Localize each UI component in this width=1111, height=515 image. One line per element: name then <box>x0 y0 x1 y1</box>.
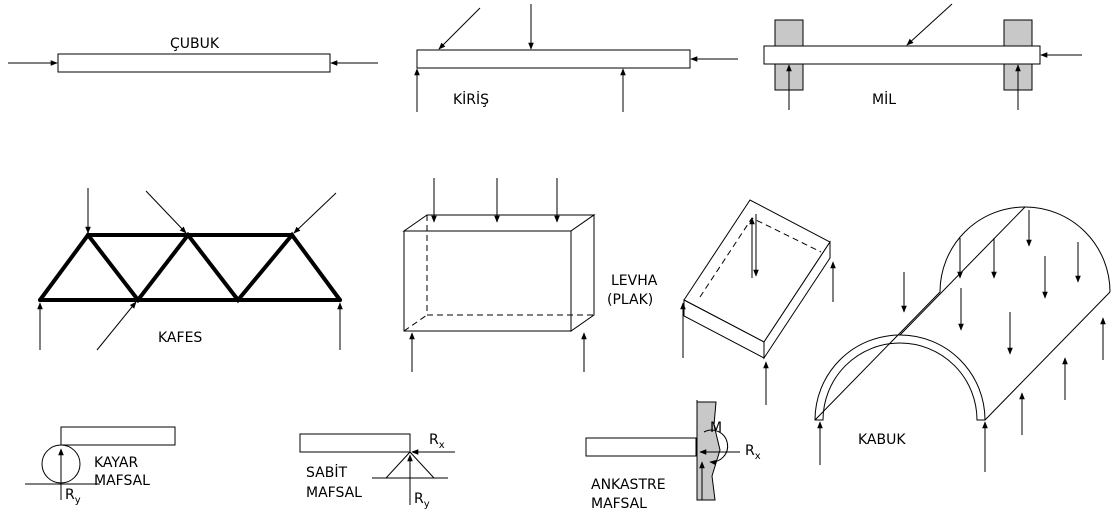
shell-label: KABUK <box>858 432 906 448</box>
roller-beam <box>60 426 176 446</box>
truss-bottom-load <box>96 301 137 351</box>
pin-reaction-y-label: Ry <box>414 491 430 510</box>
pin-support: Rx Ry SABİT MAFSAL <box>299 432 455 510</box>
shell-element: KABUK <box>814 206 1111 472</box>
plate-label-2: (PLAK) <box>607 292 653 308</box>
pin-reaction-x-label: Rx <box>429 432 445 451</box>
truss-web-members <box>38 231 342 304</box>
truss-inclined-load-2 <box>293 192 337 234</box>
shaft-element: MİL <box>763 3 1082 110</box>
wall-hidden-edge-3 <box>403 314 428 332</box>
shell-front-arch <box>814 334 986 421</box>
roller-label-2: MAFSAL <box>94 473 150 489</box>
truss-label: KAFES <box>158 330 202 346</box>
plate-label-1: LEVHA <box>611 273 658 289</box>
shaft-inclined-load <box>906 3 953 46</box>
roller-label-1: KAYAR <box>94 455 138 471</box>
wall-top-face <box>402 214 596 232</box>
roller-support: KAYAR MAFSAL Ry <box>25 426 176 506</box>
truss-inclined-load-1 <box>145 190 187 234</box>
wall-side-face <box>570 214 595 332</box>
beam-element: KİRİŞ <box>414 4 738 112</box>
shaft-body <box>763 45 1041 65</box>
bar-label: ÇUBUK <box>170 36 220 52</box>
fixed-label-1: ANKASTRE <box>591 477 666 493</box>
shaft-label: MİL <box>872 90 896 108</box>
wall-element <box>402 178 596 372</box>
plate-side-face <box>763 240 831 360</box>
pin-label-2: MAFSAL <box>306 485 362 501</box>
fixed-beam <box>585 437 697 457</box>
beam-label: KİRİŞ <box>453 90 489 108</box>
pin-label-1: SABİT <box>306 463 347 481</box>
pin-beam <box>299 433 411 453</box>
bar-element: ÇUBUK <box>8 36 378 73</box>
truss-element: KAFES <box>37 188 343 351</box>
fixed-label-2: MAFSAL <box>591 496 647 512</box>
bar-body <box>57 53 331 73</box>
fixed-reaction-x-label: Rx <box>745 443 761 462</box>
beam-body <box>416 49 691 69</box>
shell-base-edge <box>984 291 1111 421</box>
fixed-wall <box>696 401 721 501</box>
fixed-support: M Rx ANKASTRE MAFSAL <box>585 400 761 512</box>
roller-reaction-label: Ry <box>65 487 81 506</box>
plate-element: LEVHA (PLAK) <box>607 199 836 405</box>
shell-ridge-line <box>899 206 1026 336</box>
shell-outer-edge <box>814 206 1111 421</box>
beam-inclined-load <box>438 7 481 50</box>
wall-front-face <box>403 230 572 332</box>
fixed-moment-label: M <box>710 420 722 436</box>
fixed-moment-arrow <box>703 429 729 466</box>
